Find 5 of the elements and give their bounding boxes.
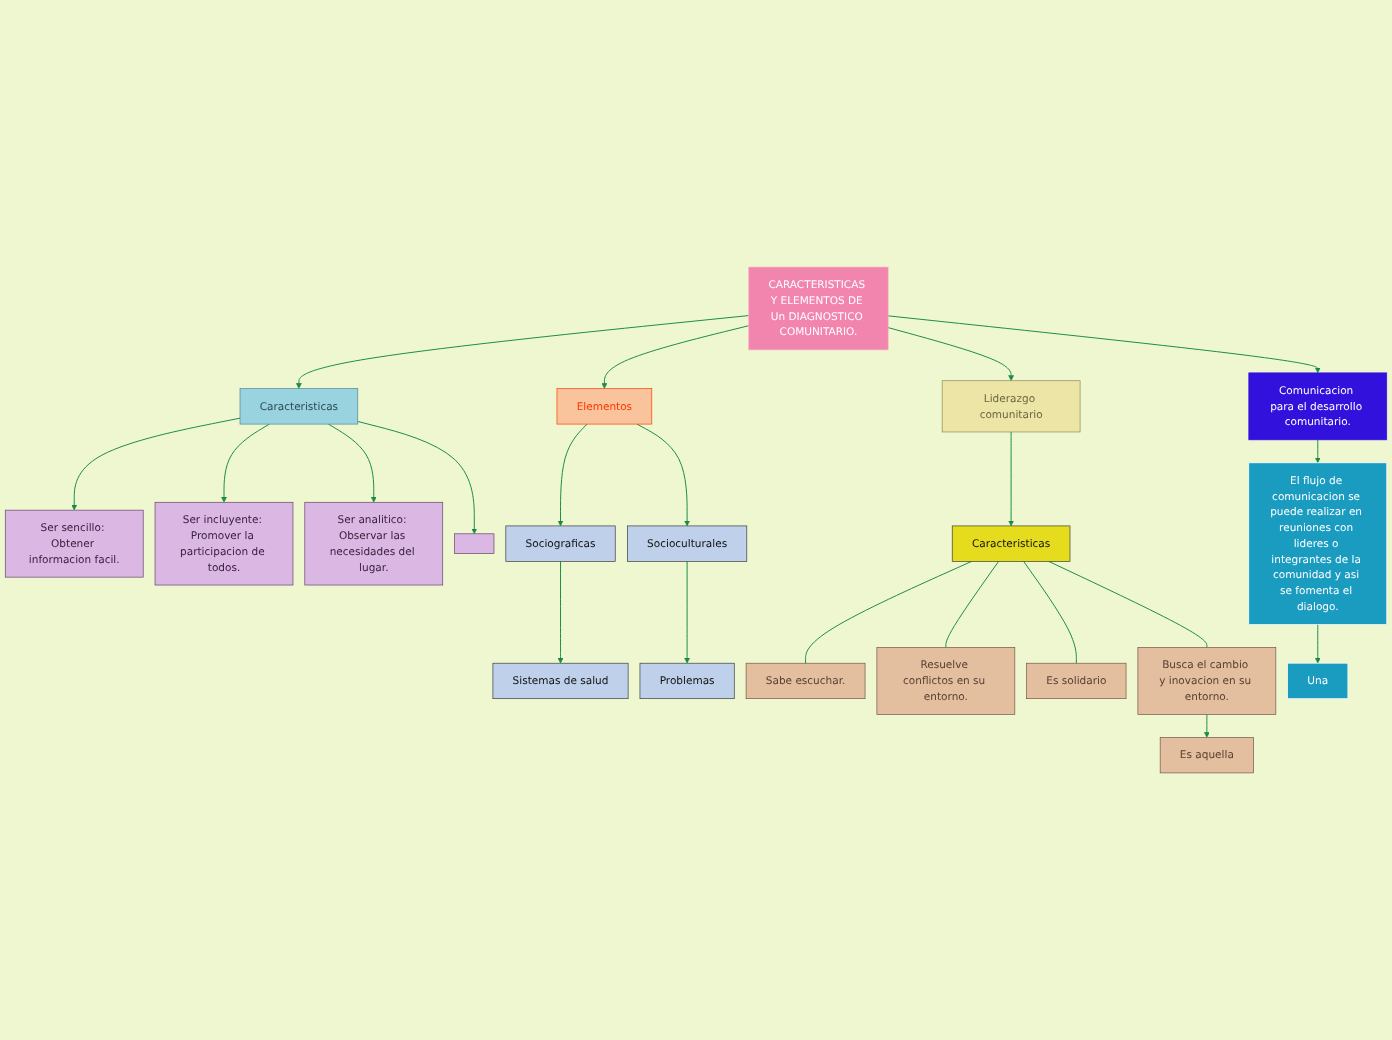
connector xyxy=(1048,560,1208,648)
connector xyxy=(1023,560,1077,664)
connector xyxy=(805,560,973,664)
node-box xyxy=(454,533,495,554)
connector xyxy=(945,560,1000,648)
